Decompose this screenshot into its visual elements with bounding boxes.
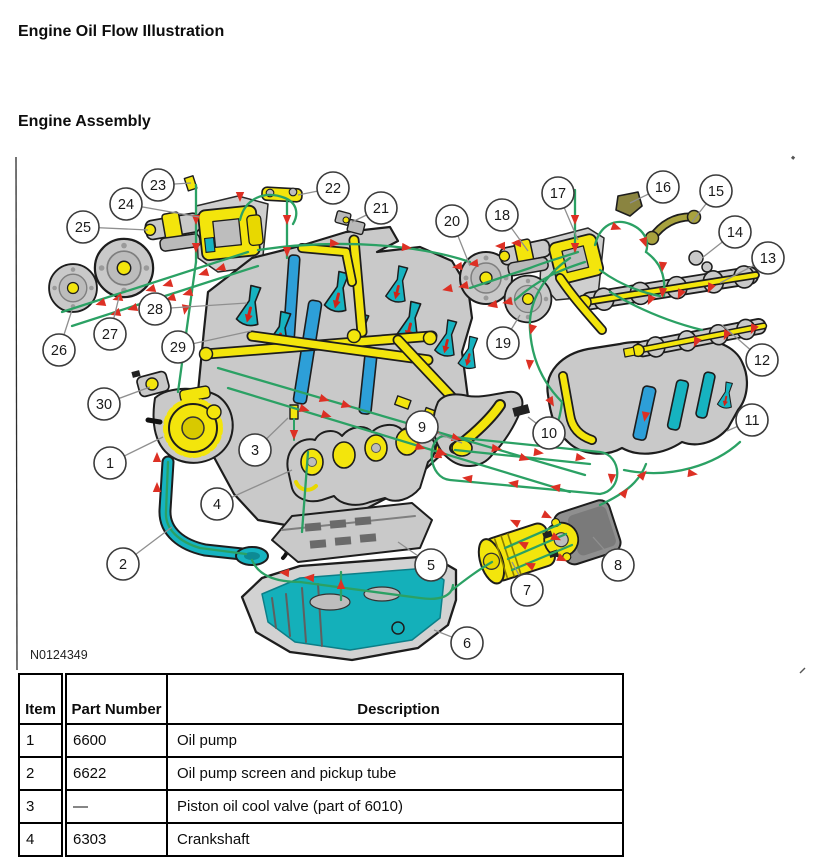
callout-number-4: 4 — [213, 497, 221, 513]
callout-number-14: 14 — [727, 225, 743, 241]
callout-circle-13 — [751, 241, 785, 275]
callout-circle-6 — [450, 626, 484, 660]
callout-number-25: 25 — [75, 220, 91, 236]
cell-part_number: 6600 — [61, 723, 168, 758]
callout-number-19: 19 — [495, 336, 511, 352]
callout-number-17: 17 — [550, 186, 566, 202]
callout-circle-5 — [414, 548, 448, 582]
callout-circle-17 — [541, 176, 575, 210]
cell-part_number: — — [61, 789, 168, 824]
callout-circle-24 — [109, 187, 143, 221]
header-item: Item — [18, 673, 65, 725]
callout-number-3: 3 — [251, 443, 259, 459]
header-part-number: Part Number — [61, 673, 168, 725]
cell-item: 3 — [18, 789, 65, 824]
callout-circle-18 — [485, 198, 519, 232]
callout-circle-25 — [66, 210, 100, 244]
cell-item: 1 — [18, 723, 65, 758]
callout-circle-14 — [718, 215, 752, 249]
callout-number-11: 11 — [744, 413, 759, 429]
callout-circle-19 — [486, 326, 520, 360]
callout-circle-16 — [646, 170, 680, 204]
callout-circle-4 — [200, 487, 234, 521]
callout-circle-3 — [238, 433, 272, 467]
callout-number-5: 5 — [427, 558, 435, 574]
callout-number-10: 10 — [541, 426, 557, 442]
callout-number-27: 27 — [102, 327, 118, 343]
callout-number-2: 2 — [119, 557, 127, 573]
figure-number: N0124349 — [30, 648, 88, 662]
cell-description: Piston oil cool valve (part of 6010) — [166, 789, 624, 824]
callout-circle-7 — [510, 573, 544, 607]
callout-circle-20 — [435, 204, 469, 238]
callout-number-20: 20 — [444, 214, 460, 230]
table-header-row: Item Part Number Description — [18, 673, 624, 725]
callout-circle-2 — [106, 547, 140, 581]
callout-number-13: 13 — [760, 251, 776, 267]
callout-number-18: 18 — [494, 208, 510, 224]
section-heading: Engine Assembly — [18, 113, 151, 130]
callout-number-21: 21 — [373, 201, 389, 217]
callout-circle-22 — [316, 171, 350, 205]
callout-number-26: 26 — [51, 343, 67, 359]
callout-number-9: 9 — [418, 420, 426, 436]
callout-number-7: 7 — [523, 583, 531, 599]
callout-circle-21 — [364, 191, 398, 225]
cell-part_number: 6622 — [61, 756, 168, 791]
cell-description: Oil pump screen and pickup tube — [166, 756, 624, 791]
callout-circle-23 — [141, 168, 175, 202]
callout-number-15: 15 — [708, 184, 724, 200]
figure-frame — [15, 155, 806, 674]
cell-item: 2 — [18, 756, 65, 791]
callout-circle-9 — [405, 410, 439, 444]
callout-number-1: 1 — [106, 456, 114, 472]
callout-circle-8 — [601, 548, 635, 582]
callout-number-28: 28 — [147, 302, 163, 318]
callout-circle-11 — [735, 403, 769, 437]
callout-number-24: 24 — [118, 197, 134, 213]
table-row: 3—Piston oil cool valve (part of 6010) — [18, 789, 624, 824]
callout-number-6: 6 — [463, 636, 471, 652]
crank-pulley-icon — [48, 263, 98, 313]
cell-description: Oil pump — [166, 723, 624, 758]
callout-circle-1 — [93, 446, 127, 480]
callout-number-16: 16 — [655, 180, 671, 196]
callout-circle-10 — [532, 416, 566, 450]
callout-circle-28 — [138, 292, 172, 326]
header-description: Description — [166, 673, 624, 725]
callout-circle-26 — [42, 333, 76, 367]
callout-number-12: 12 — [754, 353, 770, 369]
callout-number-8: 8 — [614, 558, 622, 574]
callout-circle-30 — [87, 387, 121, 421]
callout-number-29: 29 — [170, 340, 186, 356]
page-title: Engine Oil Flow Illustration — [18, 23, 225, 40]
callout-circle-27 — [93, 317, 127, 351]
callout-number-30: 30 — [96, 397, 112, 413]
callout-circle-29 — [161, 330, 195, 364]
callout-number-22: 22 — [325, 181, 341, 197]
callout-circle-15 — [699, 174, 733, 208]
callout-number-23: 23 — [150, 178, 166, 194]
callout-circle-12 — [745, 343, 779, 377]
